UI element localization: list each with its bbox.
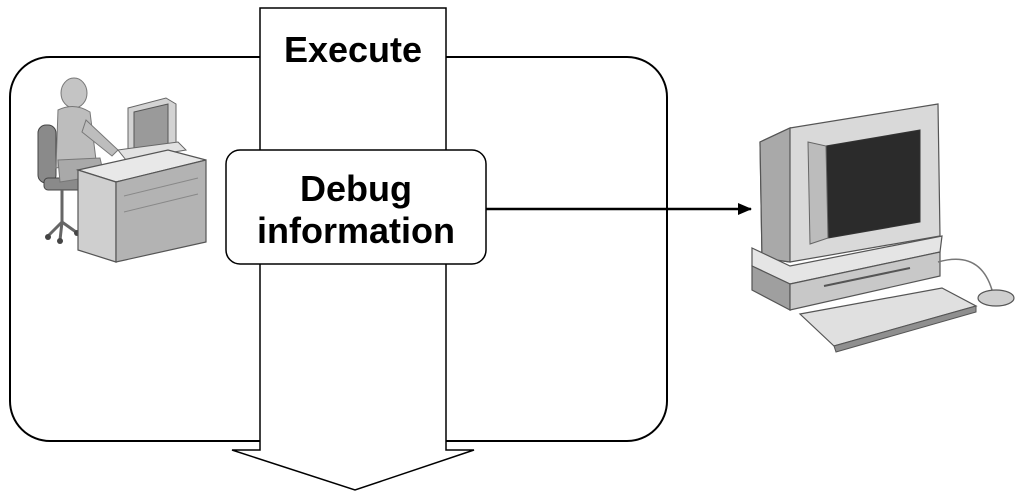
debug-info-box	[225, 149, 487, 265]
debug-label-line-2: information	[257, 210, 455, 251]
debug-label-line-1: Debug	[300, 168, 412, 209]
debug-information-label: Debug information	[226, 168, 486, 252]
execute-label: Execute	[283, 29, 423, 70]
desktop-computer-icon	[751, 103, 1015, 353]
person-at-desk-icon	[37, 77, 207, 263]
